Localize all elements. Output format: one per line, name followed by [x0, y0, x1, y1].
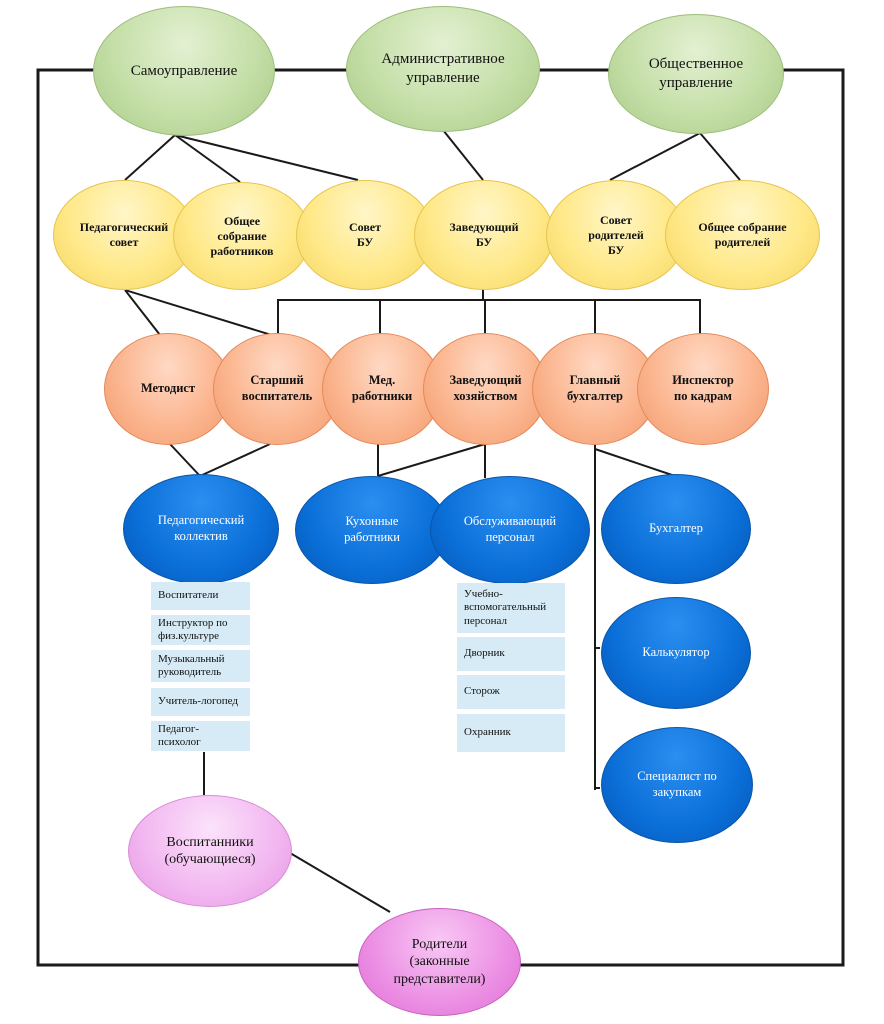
- line-methodist-to-ped-team: [169, 443, 201, 477]
- line-public-to-parents-council: [609, 132, 701, 181]
- line-pupils-to-parents: [284, 849, 391, 913]
- line-chief-to-accounting: [594, 444, 676, 790]
- service-list-item-janitor: Дворник: [457, 637, 565, 671]
- administrative-management-node: Административное управление: [346, 6, 540, 132]
- senior-educator-node: Старший воспитатель: [213, 333, 341, 445]
- ped-list-item-educators: Воспитатели: [151, 582, 250, 610]
- ped-list-item-psychologist: Педагог- психолог: [151, 721, 250, 751]
- pupils-node: Воспитанники (обучающиеся): [128, 795, 292, 907]
- accountant-node: Бухгалтер: [601, 474, 751, 584]
- parents-council-node: Совет родителей БУ: [546, 180, 686, 290]
- line-admin-to-head: [442, 129, 484, 181]
- procurement-specialist-node: Специалист по закупкам: [601, 727, 753, 843]
- methodist-node: Методист: [104, 333, 232, 445]
- service-list-item-watchman: Сторож: [457, 675, 565, 709]
- line-ped-council-to-senior: [124, 289, 279, 338]
- service-list-item-guard: Охранник: [457, 714, 565, 752]
- outer-frame: [36, 68, 845, 967]
- service-list-item-support-staff: Учебно- вспомогательный персонал: [457, 583, 565, 633]
- pedagogical-team-node: Педагогический коллектив: [123, 474, 279, 584]
- housekeeping-head-node: Заведующий хозяйством: [423, 333, 548, 445]
- line-housekeeping-to-kitchen: [377, 443, 486, 477]
- parents-node: Родители (законные представители): [358, 908, 521, 1016]
- service-staff-node: Обслуживающий персонал: [430, 476, 590, 584]
- hr-inspector-node: Инспектор по кадрам: [637, 333, 769, 445]
- ped-list-item-pe-instructor: Инструктор по физ.культуре: [151, 615, 250, 645]
- line-public-to-parents-meeting: [699, 132, 741, 181]
- medical-staff-node: Мед. работники: [322, 333, 442, 445]
- calculator-node: Калькулятор: [601, 597, 751, 709]
- general-staff-meeting-node: Общее собрание работников: [173, 182, 311, 290]
- ped-list-item-music-director: Музыкальный руководитель: [151, 650, 250, 682]
- line-self-to-council: [174, 134, 359, 181]
- line-self-to-ped-council: [124, 134, 176, 181]
- ped-list-item-speech-therapist: Учитель-логопед: [151, 688, 250, 716]
- head-bu-node: Заведующий БУ: [414, 180, 554, 290]
- line-head-to-staff-bus: [277, 288, 701, 337]
- self-government-node: Самоуправление: [93, 6, 275, 136]
- public-management-node: Общественное управление: [608, 14, 784, 134]
- line-ped-council-to-methodist: [124, 289, 161, 336]
- line-senior-to-ped-team: [199, 443, 271, 477]
- kitchen-staff-node: Кухонные работники: [295, 476, 449, 584]
- parents-general-meeting-node: Общее собрание родителей: [665, 180, 820, 290]
- line-self-to-meeting: [174, 134, 241, 183]
